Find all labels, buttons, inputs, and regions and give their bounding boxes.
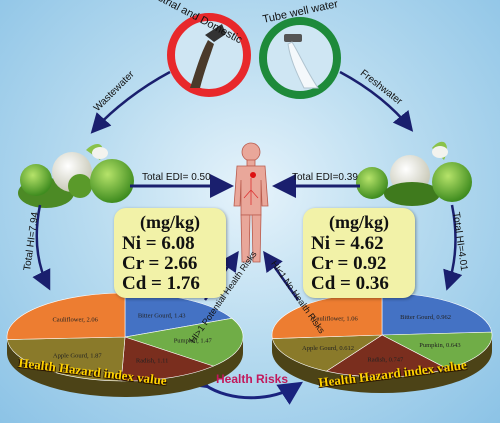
pie-slice — [6, 292, 126, 340]
pie-slice-label: Pumpkin, 0.643 — [419, 342, 460, 349]
edi-left-label: Total EDI= 0.50 — [142, 172, 211, 183]
pie-slice-label: Apple Gourd, 1.87 — [53, 352, 102, 359]
concentration-box-right: (mg/kg) Ni = 4.62 Cr = 0.92 Cd = 0.36 — [303, 208, 415, 298]
cr-value: Cr = 0.92 — [311, 253, 387, 274]
pie-depth-band — [7, 337, 243, 397]
arrow-hi-right — [443, 204, 463, 291]
pie-slice-label: Bitter Gourd, 1.43 — [138, 312, 186, 319]
pie-slice-label: Radish, 0.747 — [367, 356, 404, 363]
cd-value: Cd = 1.76 — [122, 273, 200, 294]
wastewater-source-icon — [167, 13, 251, 97]
arrow-health-risks — [183, 364, 304, 405]
unit-label: (mg/kg) — [140, 212, 200, 232]
health-risks-label: Health Risks — [216, 372, 289, 386]
pie-slice-label: Bitter Gourd, 0.962 — [400, 314, 451, 321]
vegetables-right-icon — [356, 141, 472, 206]
pie-slice — [6, 336, 126, 382]
pie-slice-label: Pumpkin, 1.47 — [174, 338, 213, 345]
pie-slice-label: Cauliflower, 1.06 — [312, 316, 358, 323]
arrow-wastewater — [90, 70, 171, 134]
pie-slice — [325, 334, 449, 378]
cr-value: Cr = 2.66 — [122, 253, 198, 274]
concentration-box-left: (mg/kg) Ni = 6.08 Cr = 2.66 Cd = 1.76 — [114, 208, 226, 298]
tubewell-source-icon — [259, 17, 341, 99]
pie-depth-band — [272, 335, 492, 393]
arrow-hi-left — [32, 204, 51, 291]
edi-right-label: Total EDI=0.39 — [292, 172, 358, 183]
arrow-freshwater — [339, 70, 414, 132]
pie-slice-label: Cauliflower, 2.06 — [52, 316, 98, 323]
pie-slice-label: Radish, 1.11 — [136, 357, 168, 364]
cd-value: Cd = 0.36 — [311, 273, 389, 294]
ni-value: Ni = 6.08 — [122, 233, 195, 254]
pie-slice — [124, 317, 244, 367]
ni-value: Ni = 4.62 — [311, 233, 384, 254]
pie-slice — [272, 334, 384, 372]
vegetables-left-icon — [18, 144, 134, 208]
pie-slice — [381, 331, 493, 370]
pie-slice — [120, 336, 215, 382]
arrow-risk-right — [263, 250, 300, 301]
unit-label: (mg/kg) — [329, 212, 389, 232]
pie-slice-label: Apple Gourd, 0.612 — [302, 345, 354, 352]
